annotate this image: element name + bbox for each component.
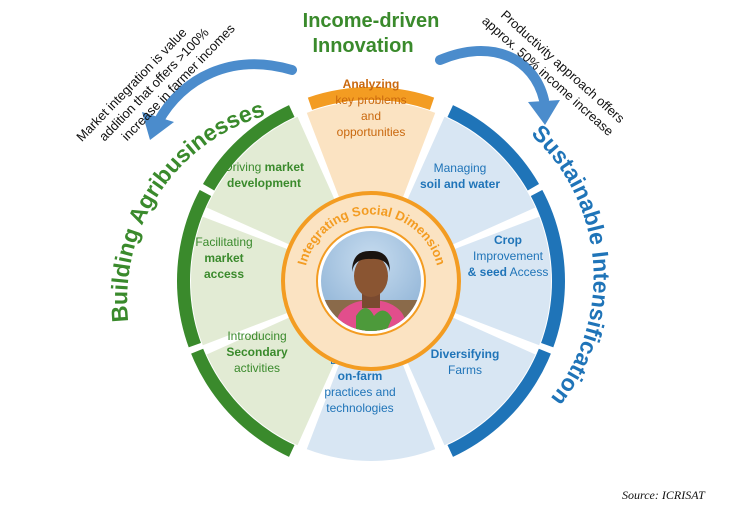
band-gap [526, 183, 545, 197]
band-gap [197, 183, 216, 197]
segment-line: technologies [326, 401, 393, 415]
right-arrow [435, 46, 549, 105]
segment-label-driving: Driving market development [224, 160, 304, 190]
title-line-1: Income-driven [303, 10, 440, 32]
segment-crop [453, 216, 551, 346]
segment-diversifying [406, 316, 536, 446]
segment-line: on-farm [338, 369, 383, 383]
segment-line: soil and water [420, 177, 500, 191]
segment-line: Farms [448, 363, 482, 377]
segment-analyzing [306, 101, 436, 199]
source-caption: Source: ICRISAT [622, 488, 706, 500]
segment-line: Managing [434, 161, 487, 175]
segment-line: Driving market [224, 160, 304, 174]
band-gap [537, 342, 556, 355]
segment-ring [191, 101, 551, 461]
left-arrow [153, 59, 297, 127]
right-arrow-head [528, 100, 560, 125]
segment-line: and [361, 109, 381, 123]
segment-label-facilitating: Facilitating market access [195, 235, 252, 281]
segment-line: Introducing [227, 329, 286, 343]
segment-introducing [206, 316, 336, 446]
segment-line: market [204, 251, 243, 265]
segment-line: opportunities [337, 125, 406, 139]
segment-facilitating [191, 216, 289, 346]
segment-developing [306, 363, 436, 461]
outer-ring [177, 87, 565, 457]
segment-line: Crop [494, 233, 522, 247]
segment-line: access [204, 267, 244, 281]
segment-line: practices and [324, 385, 395, 399]
segment-line: Diversifying [431, 347, 500, 361]
title-line-2: Innovation [312, 35, 413, 57]
segment-line: Facilitating [195, 235, 252, 249]
segment-label-analyzing: Analyzing key problems and opportunities [335, 77, 406, 139]
segment-line: activities [234, 361, 280, 375]
left-arrow-head [142, 112, 174, 140]
orange-band [307, 87, 435, 110]
segment-line: development [227, 176, 301, 190]
segment-line: & seed Access [468, 265, 549, 279]
band-gap [186, 342, 205, 355]
segment-line: key problems [335, 93, 406, 107]
segment-line: Secondary [226, 345, 288, 359]
segment-managing [406, 116, 536, 246]
farmer-portrait-icon [321, 231, 421, 331]
right-note: Productivity approach offers approx. 50%… [479, 7, 628, 139]
segment-driving [206, 116, 336, 246]
segment-line: Analyzing [343, 77, 400, 91]
segment-line: Improvement [473, 249, 544, 263]
segment-label-managing: Managing soil and water [420, 161, 500, 191]
